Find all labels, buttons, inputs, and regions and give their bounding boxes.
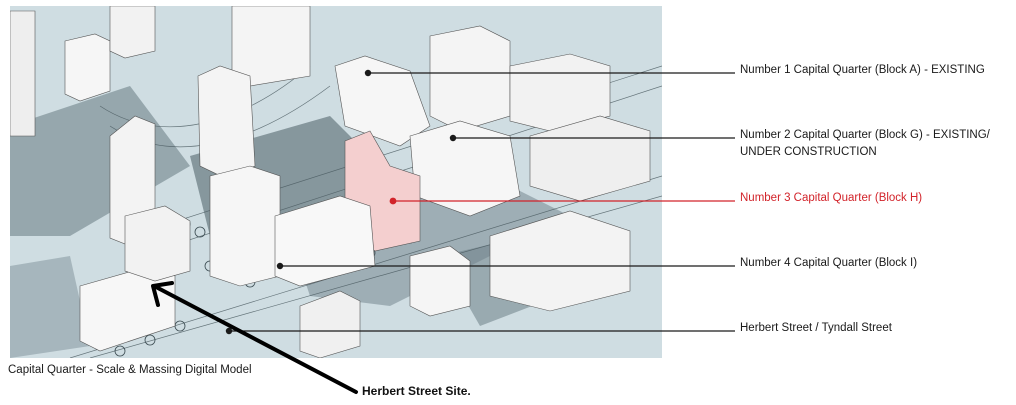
callout-block-a: Number 1 Capital Quarter (Block A) - EXI…	[740, 62, 985, 79]
massing-model-drawing	[10, 6, 662, 358]
site-label: Herbert Street Site.	[362, 384, 471, 398]
massing-model-image	[10, 6, 662, 358]
callout-block-g-line2: UNDER CONSTRUCTION	[740, 146, 877, 158]
callout-block-i-text: Number 4 Capital Quarter (Block I)	[740, 257, 918, 269]
callout-block-h-text: Number 3 Capital Quarter (Block H)	[740, 192, 923, 204]
callout-block-g: Number 2 Capital Quarter (Block G) - EXI…	[740, 127, 990, 161]
callout-block-g-line1: Number 2 Capital Quarter (Block G) - EXI…	[740, 129, 990, 141]
figure-caption: Capital Quarter - Scale & Massing Digita…	[8, 364, 252, 376]
callout-street: Herbert Street / Tyndall Street	[740, 320, 892, 337]
callout-block-a-text: Number 1 Capital Quarter (Block A) - EXI…	[740, 64, 985, 76]
callout-block-i: Number 4 Capital Quarter (Block I)	[740, 255, 917, 272]
callout-street-text: Herbert Street / Tyndall Street	[740, 322, 892, 334]
callout-block-h: Number 3 Capital Quarter (Block H)	[740, 190, 922, 207]
